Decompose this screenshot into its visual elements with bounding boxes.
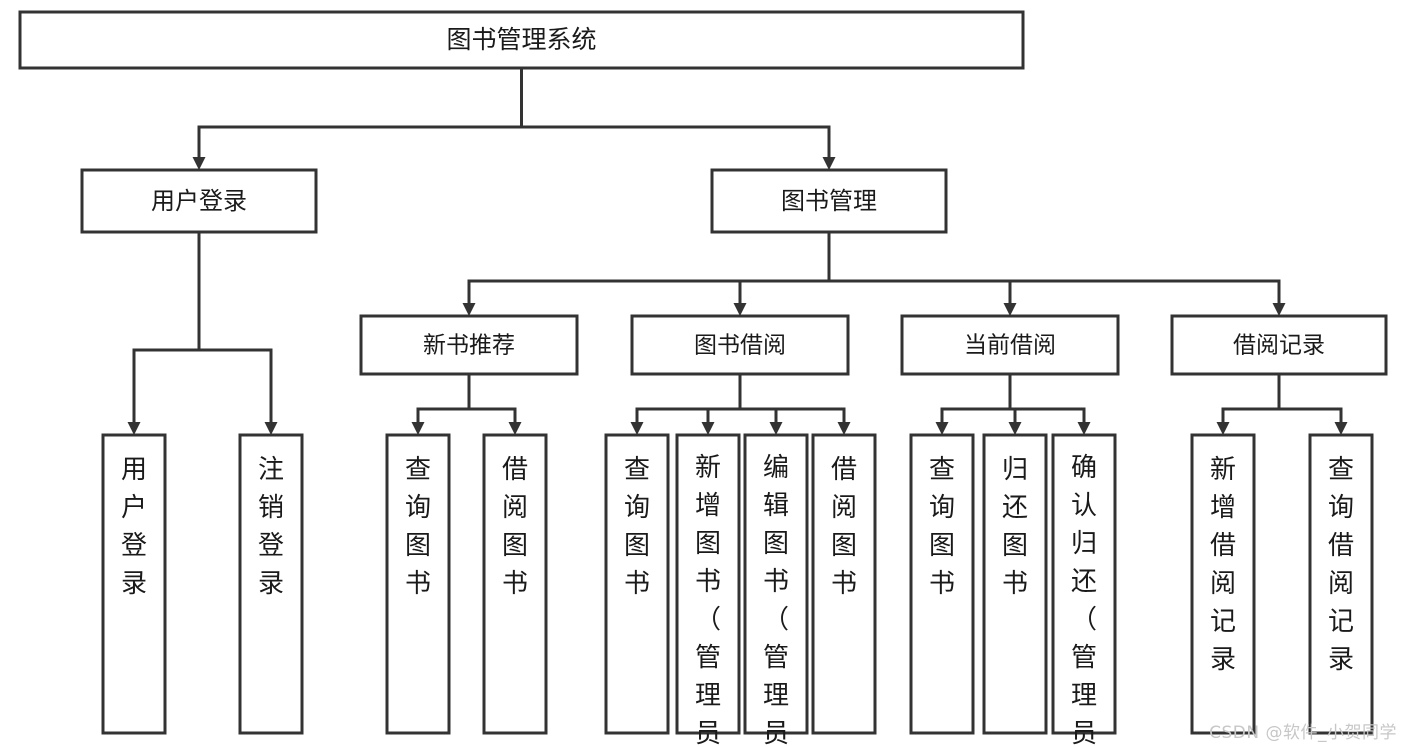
node-leaf-cur-return[interactable]: 归还图书 (982, 433, 1048, 735)
node-box (900, 314, 1120, 376)
node-layer: 图书管理系统用户登录图书管理新书推荐图书借阅当前借阅借阅记录用户登录注销登录查询… (18, 10, 1388, 747)
node-label: 图书管理系统 (446, 25, 596, 54)
node-login[interactable]: 用户登录 (80, 168, 318, 234)
node-box (811, 433, 877, 735)
arrow-head-icon (733, 303, 747, 316)
arrow-head-icon (127, 422, 141, 435)
node-leaf-bw-query[interactable]: 查询图书 (604, 433, 670, 735)
arrow-head-icon (1077, 422, 1091, 435)
node-box (909, 433, 975, 735)
connector-group-login (127, 230, 278, 435)
node-label: 注销登录 (258, 455, 284, 599)
arrow-head-icon (837, 422, 851, 435)
node-box (675, 433, 741, 735)
arrow-head-icon (264, 422, 278, 435)
node-label: 编辑图书（管理员） (763, 453, 789, 747)
node-leaf-cur-query[interactable]: 查询图书 (909, 433, 975, 735)
node-box (1190, 433, 1256, 735)
node-label: 图书借阅 (694, 333, 786, 359)
arrow-head-icon (1216, 422, 1230, 435)
node-label: 图书管理 (781, 187, 877, 215)
node-box (80, 168, 318, 234)
node-label: 借阅记录 (1233, 333, 1325, 359)
arrow-head-icon (1334, 422, 1348, 435)
node-box (359, 314, 579, 376)
node-label: 新增图书（管理员） (695, 453, 721, 747)
node-newbook[interactable]: 新书推荐 (359, 314, 579, 376)
node-leaf-nb-query[interactable]: 查询图书 (385, 433, 451, 735)
node-label: 查询图书 (929, 455, 955, 599)
arrow-head-icon (769, 422, 783, 435)
arrow-head-icon (822, 157, 836, 170)
node-leaf-cur-confirm[interactable]: 确认归还（管理员） (1051, 433, 1117, 747)
arrow-head-icon (411, 422, 425, 435)
arrow-head-icon (462, 303, 476, 316)
node-box (743, 433, 809, 735)
node-bookmgmt[interactable]: 图书管理 (710, 168, 948, 234)
node-leaf-user-login[interactable]: 用户登录 (101, 433, 167, 735)
node-box (385, 433, 451, 735)
node-box (1051, 433, 1117, 735)
node-current[interactable]: 当前借阅 (900, 314, 1120, 376)
node-borrow[interactable]: 图书借阅 (630, 314, 850, 376)
node-box (482, 433, 548, 735)
node-label: 查询图书 (624, 455, 650, 599)
node-label: 查询借阅记录 (1328, 455, 1354, 675)
node-label: 新增借阅记录 (1210, 455, 1236, 675)
connector-group-bookmgmt (462, 230, 1286, 316)
node-records[interactable]: 借阅记录 (1170, 314, 1388, 376)
node-box (1308, 433, 1374, 735)
arrow-head-icon (192, 157, 206, 170)
connector-group-root (192, 66, 836, 170)
node-root[interactable]: 图书管理系统 (18, 10, 1025, 70)
arrow-head-icon (1272, 303, 1286, 316)
node-label: 确认归还（管理员） (1071, 453, 1097, 747)
node-box (630, 314, 850, 376)
node-box (982, 433, 1048, 735)
arrow-head-icon (508, 422, 522, 435)
node-box (710, 168, 948, 234)
connector-group-newbook (411, 372, 522, 435)
connector-group-borrow (630, 372, 851, 435)
connector-group-records (1216, 372, 1348, 435)
arrow-head-icon (701, 422, 715, 435)
node-leaf-bw-edit[interactable]: 编辑图书（管理员） (743, 433, 809, 747)
node-label: 用户登录 (151, 187, 247, 215)
node-label: 查询图书 (405, 455, 431, 599)
node-leaf-bw-add[interactable]: 新增图书（管理员） (675, 433, 741, 747)
connector-layer (127, 66, 1348, 435)
node-label: 归还图书 (1002, 455, 1028, 599)
node-leaf-rec-add[interactable]: 新增借阅记录 (1190, 433, 1256, 735)
arrow-head-icon (935, 422, 949, 435)
node-label: 新书推荐 (423, 333, 515, 359)
node-box (1170, 314, 1388, 376)
node-label: 借阅图书 (831, 455, 857, 599)
node-box (101, 433, 167, 735)
node-leaf-rec-query[interactable]: 查询借阅记录 (1308, 433, 1374, 735)
node-box (238, 433, 304, 735)
node-label: 当前借阅 (964, 333, 1056, 359)
node-leaf-bw-borrow[interactable]: 借阅图书 (811, 433, 877, 735)
arrow-head-icon (630, 422, 644, 435)
arrow-head-icon (1008, 422, 1022, 435)
node-label: 借阅图书 (502, 455, 528, 599)
node-leaf-nb-borrow[interactable]: 借阅图书 (482, 433, 548, 735)
connector-group-current (935, 372, 1091, 435)
node-box (18, 10, 1025, 70)
arrow-head-icon (1003, 303, 1017, 316)
node-leaf-user-logout[interactable]: 注销登录 (238, 433, 304, 735)
node-box (604, 433, 670, 735)
node-label: 用户登录 (121, 455, 147, 599)
